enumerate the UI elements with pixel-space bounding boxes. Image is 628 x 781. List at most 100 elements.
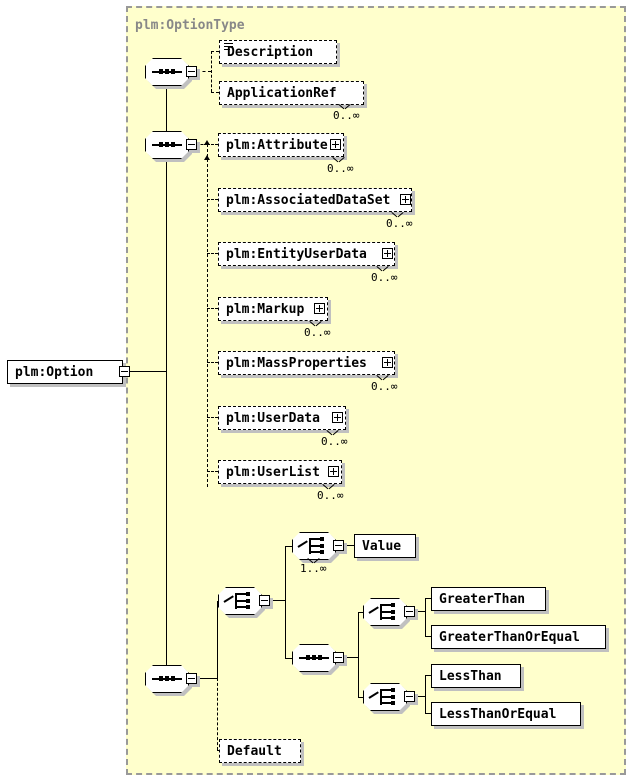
connector-seq2-to-attribute <box>207 144 218 145</box>
connector-choice-value-to-value <box>344 545 354 546</box>
connector-seq2-bus <box>207 144 208 487</box>
greaterthanorequal-label: GreaterThanOrEqual <box>439 629 580 645</box>
userlist-expand-icon[interactable] <box>328 466 339 477</box>
choice-icon <box>368 688 401 706</box>
compositor-sequence-1-collapse-icon[interactable] <box>186 66 197 77</box>
connector-choice-outer-to-compare-seq <box>285 658 293 659</box>
connector-seq2-out <box>197 144 207 145</box>
compositor-choice-value-collapse-icon[interactable] <box>333 540 344 551</box>
compositor-sequence-3-collapse-icon[interactable] <box>186 673 197 684</box>
connector-greater-to-gt <box>425 598 431 599</box>
connector-compare-seq-to-greater <box>358 612 364 613</box>
userdata-label: plm:UserData <box>226 410 320 426</box>
element-plm-associateddataset[interactable]: plm:AssociatedDataSet <box>218 188 412 212</box>
element-plm-entityuserdata[interactable]: plm:EntityUserData <box>218 242 395 266</box>
applicationref-occurrence: 0..∞ <box>333 109 360 122</box>
compositor-choice-value[interactable] <box>292 532 339 563</box>
connector-seq2-arrow-top <box>204 140 210 145</box>
attribute-label: plm:Attribute <box>226 137 328 153</box>
compositor-choice-outer-collapse-icon[interactable] <box>259 595 270 606</box>
lessthan-label: LessThan <box>439 668 502 684</box>
massproperties-label: plm:MassProperties <box>226 355 367 371</box>
connector-compare-seq-bus <box>358 612 359 697</box>
description-label: Description <box>227 44 314 60</box>
connector-choice-outer-out <box>270 600 285 601</box>
greaterthan-label: GreaterThan <box>439 591 526 607</box>
element-lessthanorequal[interactable]: LessThanOrEqual <box>431 702 581 726</box>
connector-choice-outer-to-value-choice <box>285 546 293 547</box>
choice-value-occurrence: 1..∞ <box>300 562 327 575</box>
value-label: Value <box>362 538 402 554</box>
connector-seq2-to-userdata <box>207 417 218 418</box>
associateddataset-expand-icon[interactable] <box>400 194 411 205</box>
choice-icon <box>297 537 330 555</box>
element-plm-massproperties[interactable]: plm:MassProperties <box>218 351 395 375</box>
connector-choice-less-bus <box>425 675 426 713</box>
element-greaterthanorequal[interactable]: GreaterThanOrEqual <box>431 625 606 649</box>
compositor-choice-less-collapse-icon[interactable] <box>404 691 415 702</box>
compositor-sequence-comparisons[interactable] <box>292 644 339 675</box>
compositor-sequence-comparisons-collapse-icon[interactable] <box>333 652 344 663</box>
complextype-title: plm:OptionType <box>135 18 245 33</box>
element-lessthan[interactable]: LessThan <box>431 664 521 688</box>
connector-seq1-to-description <box>211 51 219 52</box>
compositor-choice-outer[interactable] <box>218 587 265 618</box>
compositor-choice-greater-collapse-icon[interactable] <box>404 606 415 617</box>
massproperties-expand-icon[interactable] <box>382 357 393 368</box>
element-plm-markup[interactable]: plm:Markup <box>218 297 328 321</box>
entityuserdata-expand-icon[interactable] <box>382 248 393 259</box>
connector-less-to-lte <box>425 713 431 714</box>
applicationref-label: ApplicationRef <box>227 85 337 101</box>
connector-greater-to-gte <box>425 636 431 637</box>
connector-seq2-to-entityuserdata <box>207 253 218 254</box>
markup-expand-icon[interactable] <box>314 303 325 314</box>
attribute-occurrence: 0..∞ <box>327 162 354 175</box>
compositor-sequence-1[interactable] <box>145 58 192 89</box>
userlist-occurrence: 0..∞ <box>317 489 344 502</box>
element-description[interactable]: Description <box>219 40 337 64</box>
connector-compare-seq-out <box>344 657 358 658</box>
userlist-label: plm:UserList <box>226 464 320 480</box>
element-value[interactable]: Value <box>354 534 416 558</box>
sequence-icon <box>152 69 182 74</box>
compositor-choice-greater[interactable] <box>363 598 410 629</box>
userdata-occurrence: 0..∞ <box>321 435 348 448</box>
connector-choice-outer-bus <box>285 546 286 658</box>
compositor-sequence-2[interactable] <box>145 131 192 162</box>
connector-seq2-to-userlist <box>207 471 218 472</box>
connector-seq3-down-to-default <box>217 678 218 750</box>
root-element-plm-option[interactable]: plm:Option <box>7 360 123 384</box>
connector-seq2-to-associateddataset <box>207 199 218 200</box>
element-plm-userdata[interactable]: plm:UserData <box>218 406 346 430</box>
text-lines-icon <box>224 43 233 51</box>
root-element-label: plm:Option <box>15 364 94 380</box>
associateddataset-label: plm:AssociatedDataSet <box>226 192 391 208</box>
element-plm-userlist[interactable]: plm:UserList <box>218 460 342 484</box>
compositor-choice-less[interactable] <box>363 683 410 714</box>
connector-root-trunk <box>130 371 166 372</box>
root-element-collapse-icon[interactable] <box>119 366 130 377</box>
choice-icon <box>368 603 401 621</box>
compositor-sequence-2-collapse-icon[interactable] <box>186 139 197 150</box>
connector-choice-greater-out <box>415 611 425 612</box>
compositor-sequence-3[interactable] <box>145 665 192 696</box>
connector-seq1-bus <box>211 51 212 92</box>
connector-choice-less-out <box>415 696 425 697</box>
connector-compare-seq-to-less <box>358 697 364 698</box>
element-greaterthan[interactable]: GreaterThan <box>431 587 546 611</box>
element-plm-attribute[interactable]: plm:Attribute <box>218 133 344 157</box>
lessthanorequal-label: LessThanOrEqual <box>439 706 557 722</box>
userdata-expand-icon[interactable] <box>332 412 343 423</box>
element-default[interactable]: Default <box>219 739 301 763</box>
connector-choice-greater-bus <box>425 598 426 636</box>
attribute-expand-icon[interactable] <box>330 139 341 150</box>
connector-less-to-lt <box>425 675 431 676</box>
connector-seq2-to-massproperties <box>207 362 218 363</box>
sequence-icon <box>152 676 182 681</box>
massproperties-occurrence: 0..∞ <box>371 380 398 393</box>
connector-seq3-out <box>197 678 217 679</box>
entityuserdata-label: plm:EntityUserData <box>226 246 367 262</box>
connector-main-spine <box>166 72 167 679</box>
element-applicationref[interactable]: ApplicationRef <box>219 81 364 105</box>
